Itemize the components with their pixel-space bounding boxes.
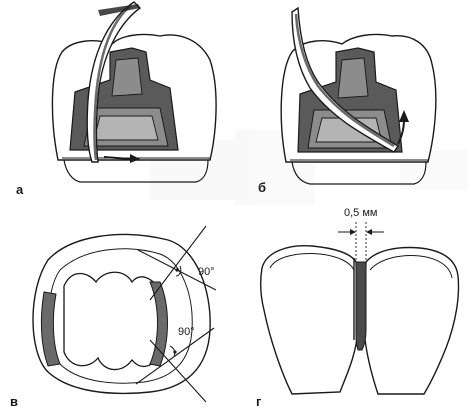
panel-g-right-tooth bbox=[363, 246, 460, 395]
panel-v-angle-line-bottom-2 bbox=[135, 327, 215, 385]
angle-label-top: 90° bbox=[198, 266, 215, 278]
angle-label-bottom: 90° bbox=[178, 326, 195, 338]
panel-label-v: в bbox=[10, 394, 18, 409]
panel-a-cavity-isthmus bbox=[111, 57, 143, 97]
gap-dimension-label: 0,5 мм bbox=[344, 207, 378, 219]
panel-a-tooth-root bbox=[63, 159, 209, 183]
panel-a-cavity-floor bbox=[93, 115, 159, 141]
panel-b-drawing bbox=[280, 6, 437, 185]
panel-label-g: г bbox=[256, 394, 262, 409]
panel-label-a: а bbox=[16, 182, 24, 197]
right-angle-arc-icon bbox=[175, 265, 182, 277]
panel-g-gap-cavity bbox=[355, 261, 367, 351]
panel-g-drawing bbox=[259, 222, 460, 395]
panel-v-cavity bbox=[63, 271, 159, 371]
panel-v-right-wall bbox=[149, 281, 168, 367]
panel-v-angle-line-bottom-1 bbox=[149, 339, 207, 403]
panel-b-tooth-root bbox=[291, 161, 427, 185]
arrow-right-icon bbox=[103, 154, 140, 163]
panel-label-b: б bbox=[258, 180, 267, 195]
panel-v-drawing bbox=[32, 225, 217, 403]
right-angle-arc-icon-bottom bbox=[169, 345, 176, 357]
panel-v-left-wall bbox=[40, 291, 61, 367]
panel-a-drawing bbox=[51, 1, 217, 183]
panel-b-cavity-isthmus bbox=[337, 57, 369, 99]
arrow-up-icon bbox=[397, 110, 409, 145]
dimension-arrows-icon bbox=[338, 222, 384, 262]
panel-g-left-tooth bbox=[259, 245, 359, 395]
panel-v-angle-line-top-1 bbox=[149, 225, 207, 301]
